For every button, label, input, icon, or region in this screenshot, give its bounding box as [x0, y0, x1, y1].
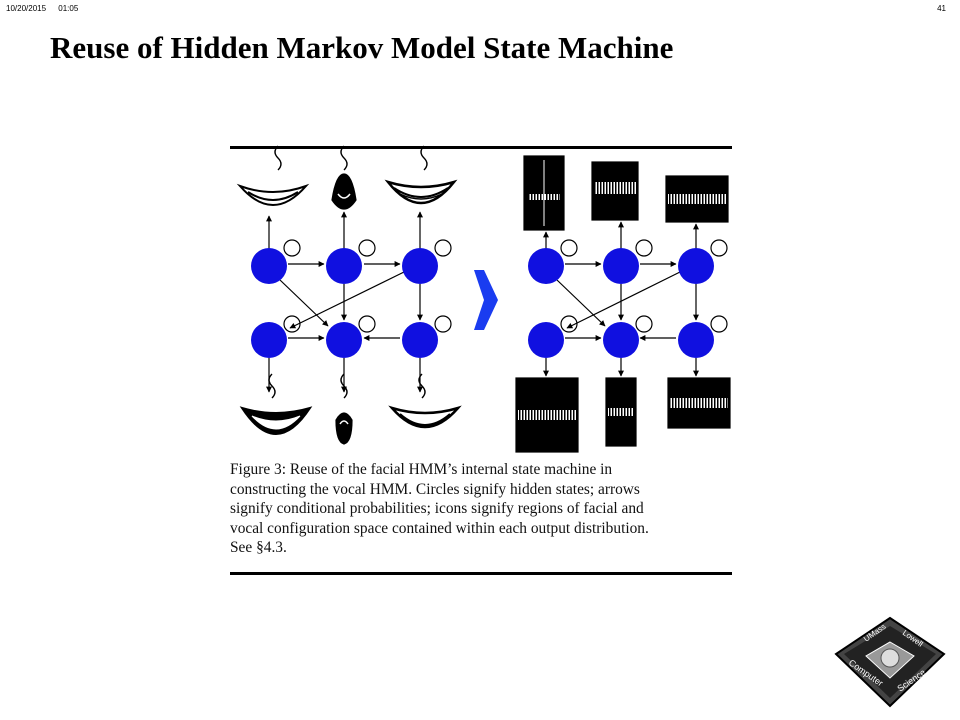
- hidden-state: [402, 322, 438, 358]
- hidden-state: [326, 322, 362, 358]
- slide-time: 01:05: [58, 4, 79, 13]
- hidden-state: [528, 248, 564, 284]
- hmm-figure: Figure 3: Reuse of the facial HMM’s inte…: [228, 142, 734, 582]
- vocal-hmm-states: [528, 248, 714, 358]
- mouth-icon-6: [388, 405, 462, 429]
- mouth-icon-5: [335, 412, 353, 445]
- figure-bottom-rule: [230, 572, 732, 575]
- transfer-arrow-icon: [474, 270, 498, 330]
- slide-page-number: 41: [937, 4, 946, 13]
- caption-line: constructing the vocal HMM. Circles sign…: [230, 480, 640, 498]
- caption-line: vocal configuration space contained with…: [230, 519, 649, 537]
- slide-title: Reuse of Hidden Markov Model State Machi…: [50, 30, 674, 65]
- hidden-state: [603, 322, 639, 358]
- mouth-icon-2: [331, 173, 357, 210]
- hidden-state: [528, 322, 564, 358]
- hmm-diagram: [230, 145, 732, 575]
- hidden-state: [678, 322, 714, 358]
- hidden-state: [326, 248, 362, 284]
- facial-hmm-states: [251, 248, 438, 358]
- caption-line: signify conditional probabilities; icons…: [230, 500, 644, 518]
- slide-header-datetime: 10/20/2015 01:05: [6, 4, 88, 13]
- vocal-hmm: [515, 155, 731, 453]
- hidden-state: [402, 248, 438, 284]
- mouth-icon-3: [384, 179, 458, 205]
- figure-caption: Figure 3: Reuse of the facial HMM’s inte…: [230, 460, 730, 558]
- mouth-icon-1: [236, 183, 310, 206]
- facial-hmm: [236, 145, 462, 445]
- figure-top-rule: [230, 146, 732, 149]
- caption-line: See §4.3.: [230, 539, 287, 557]
- hidden-state: [251, 248, 287, 284]
- umass-lowell-cs-logo: UMass Lowell Computer Science: [832, 614, 948, 710]
- hidden-state: [251, 322, 287, 358]
- slide-date: 10/20/2015: [6, 4, 47, 13]
- hidden-state: [678, 248, 714, 284]
- caption-line: Figure 3: Reuse of the facial HMM’s inte…: [230, 461, 613, 478]
- hidden-state: [603, 248, 639, 284]
